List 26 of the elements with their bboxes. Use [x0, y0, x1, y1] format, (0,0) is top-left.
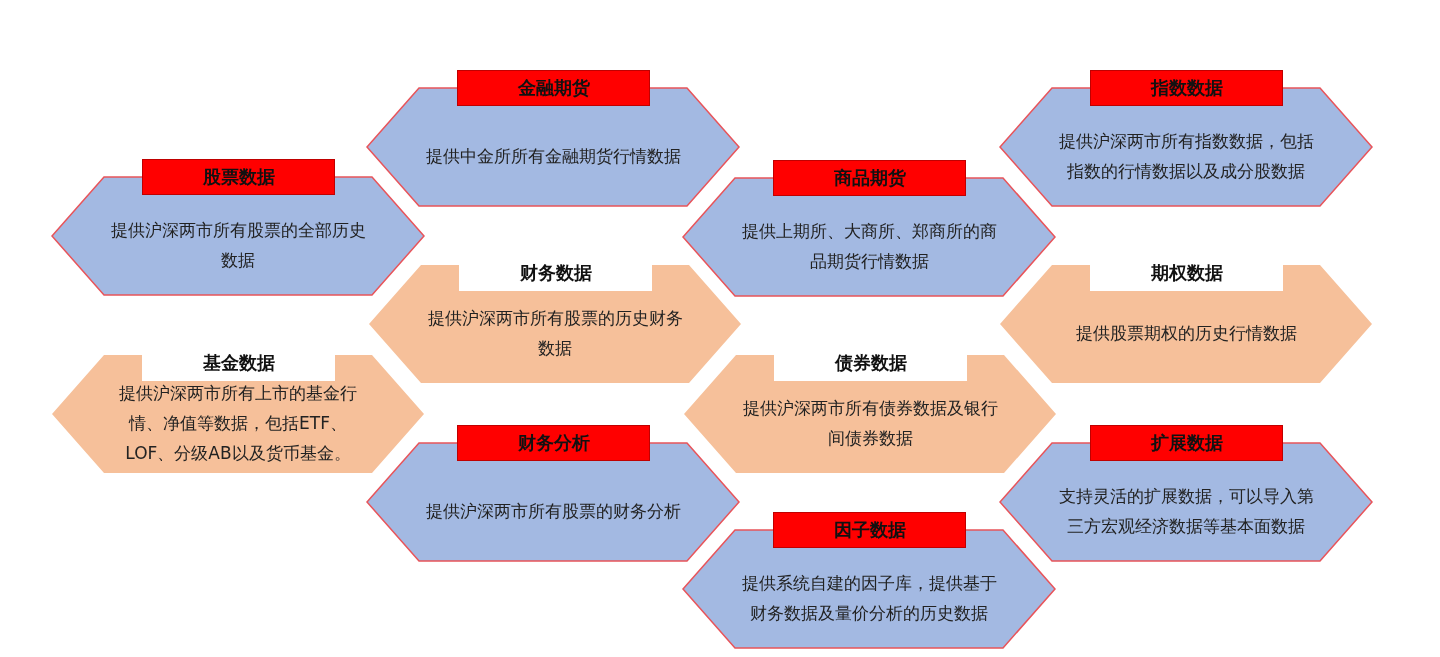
- heading-tab: 商品期货: [773, 160, 966, 196]
- description-text: 提供沪深两市所有股票的历史财务数据: [426, 307, 684, 360]
- heading-tab: 指数数据: [1090, 70, 1283, 106]
- description-text: 提供系统自建的因子库，提供基于财务数据及量价分析的历史数据: [740, 572, 998, 625]
- description-text: 提供上期所、大商所、郑商所的商品期货行情数据: [740, 220, 998, 273]
- description-text: 提供中金所所有金融期货行情数据: [425, 145, 681, 168]
- description-text: 支持灵活的扩展数据，可以导入第三方宏观经济数据等基本面数据: [1057, 485, 1315, 538]
- description-text: 提供沪深两市所有债券数据及银行间债券数据: [741, 397, 999, 450]
- hexagon-shape: [684, 355, 1056, 473]
- hexagon-shape: [52, 355, 424, 473]
- heading-tab: 金融期货: [457, 70, 650, 106]
- hexagon-shape: [369, 265, 741, 383]
- heading-label: 财务数据: [518, 261, 593, 285]
- hexagon-shape: [1000, 265, 1372, 383]
- heading-tab: 股票数据: [142, 159, 335, 195]
- heading-tab: 因子数据: [773, 512, 966, 548]
- heading-tab: 扩展数据: [1090, 425, 1283, 461]
- description-text: 提供沪深两市所有上市的基金行情、净值等数据，包括ETF、LOF、分级AB以及货币基金。: [118, 382, 358, 465]
- heading-label: 基金数据: [201, 351, 276, 375]
- description-text: 提供股票期权的历史行情数据: [1075, 322, 1297, 345]
- heading-label: 债券数据: [833, 351, 908, 375]
- description-text: 提供沪深两市所有股票的财务分析: [425, 500, 681, 523]
- description-text: 提供沪深两市所有指数数据，包括指数的行情数据以及成分股数据: [1057, 130, 1315, 183]
- heading-tab: 财务分析: [457, 425, 650, 461]
- description-text: 提供沪深两市所有股票的全部历史数据: [109, 219, 367, 272]
- heading-label: 期权数据: [1149, 261, 1224, 285]
